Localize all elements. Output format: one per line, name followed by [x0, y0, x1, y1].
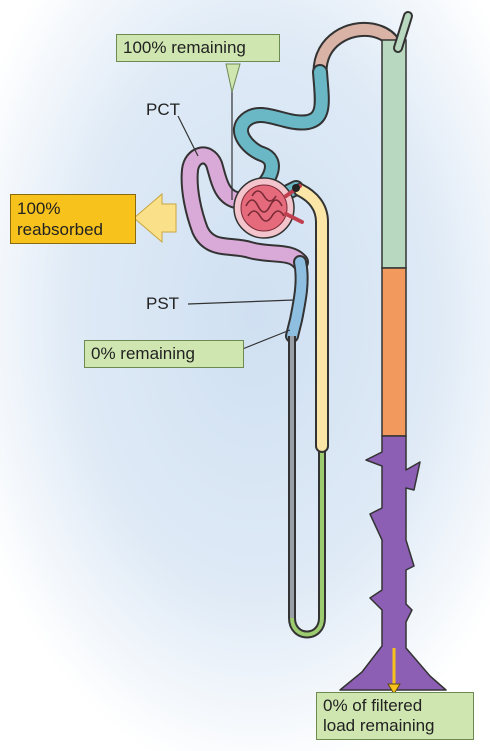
loop-of-henle: [288, 183, 329, 639]
leader-remaining-top-wedge: [225, 63, 241, 93]
pct-text: PCT: [146, 100, 180, 119]
leader-pst: [187, 299, 295, 305]
glomerulus: [233, 177, 304, 239]
pst-label: PST: [146, 294, 179, 314]
remaining-top-label: 100% remaining: [116, 34, 280, 62]
leader-pct: [177, 115, 199, 157]
remaining-zero-text: 0% remaining: [91, 344, 195, 363]
collecting-duct: [312, 11, 447, 695]
remaining-top-text: 100% remaining: [123, 38, 246, 57]
proximal-convoluted-tubule: [180, 146, 309, 271]
reabsorbed-line1: 100%: [17, 199, 61, 218]
reabsorbed-line2: reabsorbed: [17, 220, 104, 239]
remaining-zero-label: 0% remaining: [84, 340, 244, 368]
pst-text: PST: [146, 294, 180, 313]
filtered-line2: load remaining: [323, 716, 435, 735]
filtered-load-label: 0% of filtered load remaining: [316, 692, 474, 740]
pct-label: PCT: [146, 100, 180, 120]
leader-remaining-zero: [239, 329, 291, 351]
filtered-line1: 0% of filtered: [323, 696, 423, 715]
reabsorbed-label: 100% reabsorbed: [10, 194, 136, 244]
reabsorption-arrow: [133, 192, 177, 244]
proximal-straight-tubule: [285, 255, 309, 343]
